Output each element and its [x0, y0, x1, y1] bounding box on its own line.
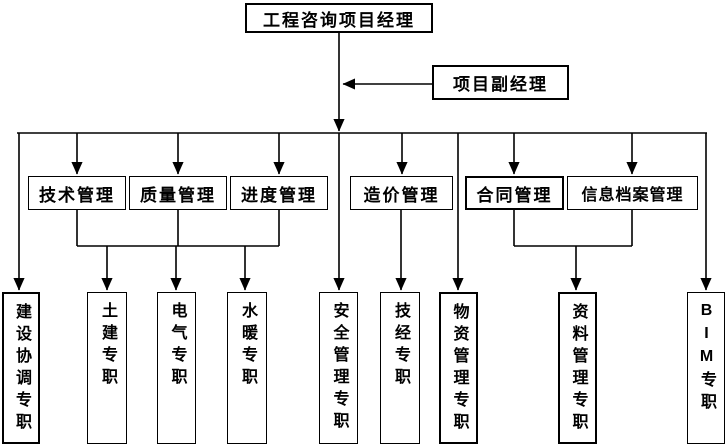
node-dept-cost-label: 造价管理 [363, 185, 440, 205]
node-dept-technical: 技术管理 [28, 176, 126, 210]
node-spec-civil-label: 土建专职 [99, 302, 116, 390]
node-dept-contract: 合同管理 [465, 176, 564, 210]
node-spec-construction-coordination-label: 建设协调专职 [13, 303, 30, 435]
node-spec-techno-economic-label: 技经专职 [392, 302, 409, 390]
node-spec-documentation: 资料管理专职 [558, 292, 597, 444]
node-dept-schedule: 进度管理 [230, 176, 328, 210]
node-spec-safety-label: 安全管理专职 [330, 302, 348, 434]
node-spec-civil: 土建专职 [87, 292, 127, 444]
node-spec-bim: BIM专职 [687, 292, 725, 444]
node-deputy-manager-label: 项目副经理 [453, 75, 548, 94]
node-dept-schedule-label: 进度管理 [241, 185, 317, 205]
node-dept-information-archive-label: 信息档案管理 [581, 187, 684, 204]
node-spec-plumbing-heating: 水暖专职 [227, 292, 267, 444]
node-spec-electrical: 电气专职 [157, 292, 196, 444]
node-dept-cost: 造价管理 [350, 176, 453, 210]
node-spec-safety: 安全管理专职 [319, 292, 358, 444]
node-deputy-manager: 项目副经理 [432, 65, 569, 100]
node-spec-documentation-label: 资料管理专职 [569, 303, 587, 435]
node-spec-bim-label: BIM专职 [698, 302, 715, 415]
node-dept-information-archive: 信息档案管理 [567, 176, 698, 210]
node-project-manager: 工程咨询项目经理 [245, 3, 433, 33]
node-spec-techno-economic: 技经专职 [380, 292, 420, 444]
node-dept-quality: 质量管理 [129, 176, 227, 210]
node-spec-electrical-label: 电气专职 [168, 302, 186, 390]
node-dept-technical-label: 技术管理 [39, 185, 115, 205]
node-spec-plumbing-heating-label: 水暖专职 [239, 302, 256, 390]
node-spec-construction-coordination: 建设协调专职 [2, 292, 40, 444]
node-spec-materials: 物资管理专职 [439, 292, 478, 444]
node-spec-materials-label: 物资管理专职 [450, 303, 468, 435]
node-project-manager-label: 工程咨询项目经理 [263, 10, 415, 30]
node-dept-contract-label: 合同管理 [476, 185, 553, 205]
node-dept-quality-label: 质量管理 [140, 185, 216, 205]
